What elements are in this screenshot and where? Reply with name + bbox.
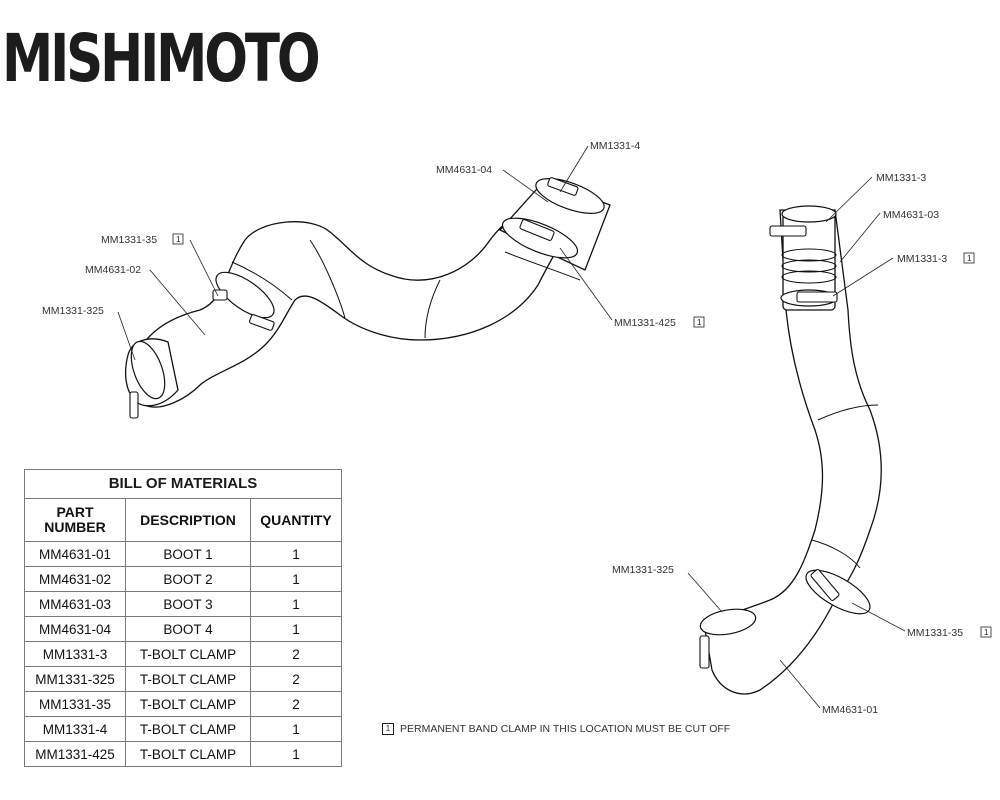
- callout-mm1331-325-left: MM1331-325: [42, 305, 104, 317]
- hose-boot-mm4631-02: [135, 213, 571, 408]
- right-hose-assembly: [699, 205, 882, 695]
- callout-mm1331-325-right: MM1331-325: [612, 564, 674, 576]
- mishimoto-logo: MISHIMOTO: [2, 20, 321, 97]
- callout-mm1331-3-mid: MM1331-3: [897, 253, 947, 265]
- tbolt-left-2: [249, 314, 275, 331]
- marker-1-425: 1: [697, 318, 702, 327]
- note-text: PERMANENT BAND CLAMP IN THIS LOCATION MU…: [400, 723, 731, 735]
- header-quantity: QUANTITY: [250, 498, 342, 542]
- marker-1-right-35: 1: [984, 628, 989, 637]
- callout-mm4631-01: MM4631-01: [822, 704, 878, 716]
- clamp-mm1331-325-left: [130, 340, 166, 400]
- callout-mm1331-3-top: MM1331-3: [876, 172, 926, 184]
- cut-off-note: 1 PERMANENT BAND CLAMP IN THIS LOCATION …: [382, 723, 730, 735]
- callout-mm4631-04: MM4631-04: [436, 164, 492, 176]
- callout-mm4631-02: MM4631-02: [85, 264, 141, 276]
- header-description: DESCRIPTION: [125, 498, 251, 542]
- marker-1-left-35: 1: [176, 235, 181, 244]
- tbolt-left-1: [129, 391, 139, 419]
- clamp-mm1331-35-left: [215, 271, 275, 319]
- callout-mm1331-35-left: MM1331-35: [101, 234, 157, 246]
- leader-lines: [117, 145, 906, 709]
- note-marker: 1: [382, 723, 394, 735]
- clamp-mm1331-325-right: [699, 608, 757, 636]
- left-hose-assembly: [124, 177, 611, 419]
- callout-mm1331-425: MM1331-425: [614, 317, 676, 329]
- clamp-mm1331-3-top: [781, 205, 837, 223]
- marker-1-right-3: 1: [967, 254, 972, 263]
- callout-mm1331-35-right: MM1331-35: [907, 627, 963, 639]
- hose-boot-mm4631-01: [704, 209, 882, 695]
- bom-title: BILL OF MATERIALS: [24, 469, 342, 498]
- callout-mm1331-4: MM1331-4: [590, 140, 640, 152]
- callout-mm4631-03: MM4631-03: [883, 209, 939, 221]
